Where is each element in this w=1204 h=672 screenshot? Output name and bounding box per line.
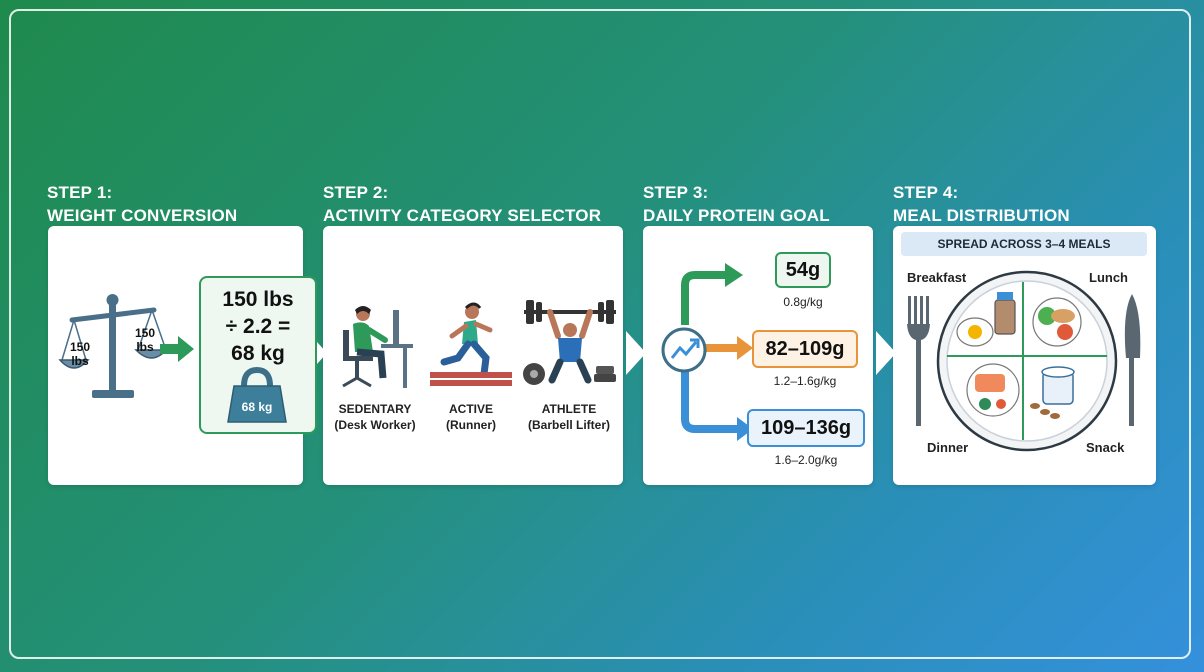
barbell-lifter-icon	[523, 300, 616, 385]
goal-value-mid: 82–109g	[752, 330, 858, 368]
activity-sedentary-label: SEDENTARY(Desk Worker)	[334, 402, 416, 432]
trend-up-icon	[661, 327, 707, 373]
scale-right-label: 150 lbs	[134, 326, 156, 354]
goal-value-low: 54g	[775, 252, 831, 288]
chevron-right-icon	[876, 331, 896, 375]
knife-icon	[1124, 294, 1141, 426]
meal-plate-icon	[936, 270, 1118, 452]
runner-icon	[430, 302, 512, 386]
meal-label-dinner: Dinner	[927, 440, 969, 455]
conversion-line-1: 150 lbs	[222, 288, 294, 311]
desk-worker-icon	[342, 306, 413, 388]
activity-active-label: ACTIVE(Runner)	[446, 402, 496, 432]
conversion-line-3: 68 kg	[231, 342, 285, 365]
chevron-right-icon	[626, 331, 646, 375]
meal-label-snack: Snack	[1086, 440, 1125, 455]
scale-left-label: 150 lbs	[69, 340, 91, 368]
meal-label-lunch: Lunch	[1089, 270, 1128, 285]
arrow-right-icon	[160, 336, 194, 362]
step-2-title: STEP 2:ACTIVITY CATEGORY SELECTOR	[323, 183, 602, 225]
step-3-title: STEP 3:DAILY PROTEIN GOAL	[643, 183, 830, 225]
step-4-title: STEP 4:MEAL DISTRIBUTION	[893, 183, 1070, 225]
weight-label: 68 kg	[241, 400, 273, 414]
kettlebell-weight-icon	[227, 366, 287, 423]
goal-rate-low: 0.8g/kg	[783, 295, 823, 309]
step-1-title: STEP 1:WEIGHT CONVERSION	[47, 183, 238, 225]
goal-branch-arrows	[681, 263, 753, 441]
outer-frame	[9, 9, 1191, 659]
conversion-line-2: ÷ 2.2 =	[225, 315, 291, 338]
goal-value-high: 109–136g	[747, 409, 865, 447]
activity-athlete-label: ATHLETE(Barbell Lifter)	[527, 402, 610, 432]
goal-rate-mid: 1.2–1.6g/kg	[773, 374, 837, 388]
meal-label-breakfast: Breakfast	[907, 270, 967, 285]
meal-header: SPREAD ACROSS 3–4 MEALS	[901, 232, 1147, 256]
fork-icon	[907, 296, 930, 426]
balance-scale-icon	[58, 294, 168, 398]
goal-rate-high: 1.6–2.0g/kg	[774, 453, 838, 467]
